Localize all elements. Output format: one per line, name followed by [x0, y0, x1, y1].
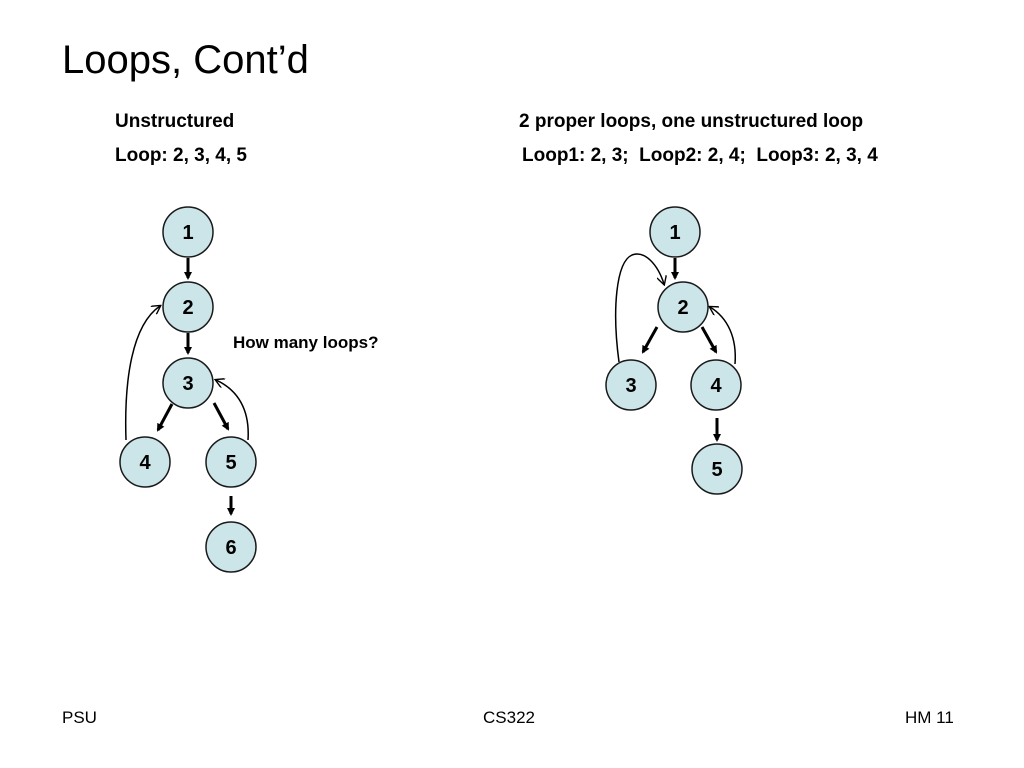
- right-node-5-label: 5: [711, 459, 722, 481]
- right-node-2-label: 2: [677, 297, 688, 319]
- right-node-1: 1: [649, 206, 701, 258]
- footer-left: PSU: [62, 708, 97, 727]
- right-back-edge-3-2: [614, 253, 664, 363]
- right-heading: 2 proper loops, one unstructured loop: [519, 111, 864, 132]
- left-node-3: 3: [162, 357, 214, 409]
- left-back-edge-4-2: [124, 306, 160, 441]
- left-graph-edges: [124, 258, 249, 516]
- right-node-3: 3: [605, 359, 657, 411]
- left-node-6: 6: [205, 521, 257, 573]
- left-node-4-label: 4: [139, 452, 151, 474]
- right-graph-nodes: 1 2 3 4 5: [605, 206, 743, 495]
- left-graph-nodes: 1 2 3 4 5 6: [119, 206, 257, 573]
- left-subheading: Loop: 2, 3, 4, 5: [115, 145, 247, 166]
- right-node-3-label: 3: [625, 375, 636, 397]
- how-many-loops-annotation: How many loops?: [233, 333, 379, 352]
- right-node-1-label: 1: [669, 222, 680, 244]
- footer-center: CS322: [483, 708, 535, 727]
- left-edge-3-5: [212, 402, 230, 431]
- left-node-3-label: 3: [182, 373, 193, 395]
- right-node-4-label: 4: [710, 375, 722, 397]
- footer-right: HM 11: [905, 708, 954, 727]
- right-node-2: 2: [657, 281, 709, 333]
- left-node-4: 4: [119, 436, 171, 488]
- left-node-6-label: 6: [225, 537, 236, 559]
- left-node-5-label: 5: [225, 452, 236, 474]
- left-node-5: 5: [205, 436, 257, 488]
- left-heading: Unstructured: [115, 111, 235, 132]
- right-edge-2-4: [700, 326, 718, 354]
- right-node-5: 5: [691, 443, 743, 495]
- left-node-2-label: 2: [182, 297, 193, 319]
- left-node-2: 2: [162, 281, 214, 333]
- left-node-1: 1: [162, 206, 214, 258]
- left-node-1-label: 1: [182, 222, 193, 244]
- left-back-edge-5-3: [216, 380, 249, 441]
- left-edge-3-4: [156, 403, 174, 432]
- right-graph-edges: [614, 253, 737, 442]
- right-back-edge-4-2: [710, 307, 737, 365]
- slide-title: Loops, Cont’d: [62, 38, 309, 82]
- right-node-4: 4: [690, 359, 742, 411]
- right-subheading: Loop1: 2, 3; Loop2: 2, 4; Loop3: 2, 3, 4: [522, 145, 878, 166]
- right-edge-2-3: [641, 326, 659, 354]
